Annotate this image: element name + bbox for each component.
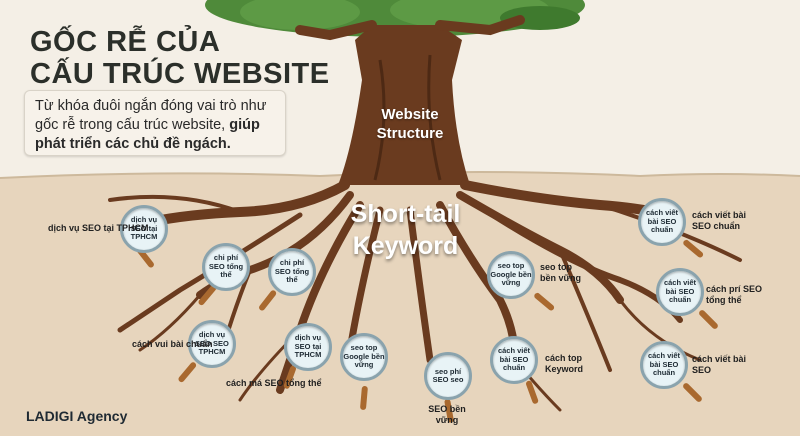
magnifier-lens: chi phí SEO tổng thể bbox=[268, 248, 316, 296]
soil-ground bbox=[0, 172, 800, 436]
lens-text: cách viết bài SEO chuẩn bbox=[663, 278, 697, 305]
lens-text: cách viết bài SEO chuẩn bbox=[497, 346, 531, 373]
keyword-label: cách viết bài SEO bbox=[692, 354, 747, 375]
magnifier-lens: cách viết bài SEO chuẩn bbox=[638, 198, 686, 246]
center-keyword-label: Short-tail Keyword bbox=[350, 200, 461, 260]
keyword-label: SEO bền vững bbox=[428, 404, 466, 425]
magnifier-lens: cách viết bài SEO chuẩn bbox=[640, 341, 688, 389]
callout-text: Từ khóa đuôi ngắn đóng vai trò như gốc r… bbox=[35, 98, 267, 133]
keyword-label: cách má SEO tổng thể bbox=[226, 378, 322, 388]
magnifier-lens: seo top Google bền vững bbox=[487, 251, 535, 299]
magnifier-lens: seo top Google bền vững bbox=[340, 333, 388, 381]
title-line-2: CẤU TRÚC WEBSITE bbox=[30, 58, 330, 90]
lens-text: dịch vụ SEO SEO TPHCM bbox=[195, 330, 229, 357]
keyword-label: cách prí SEO tổng thể bbox=[706, 284, 763, 305]
description-callout: Từ khóa đuôi ngắn đóng vai trò như gốc r… bbox=[24, 90, 286, 156]
keyword-label: seo top bền vững bbox=[540, 262, 582, 283]
lens-text: dịch vụ SEO tại TPHCM bbox=[294, 333, 322, 360]
keyword-label: cách top Keyword bbox=[545, 353, 584, 374]
lens-text: seo top Google bền vững bbox=[490, 261, 532, 288]
lens-text: cách viết bài SEO chuẩn bbox=[647, 351, 681, 378]
magnifier-lens: dịch vụ SEO tại TPHCM bbox=[120, 205, 168, 253]
callout-bold-text: giúp phát triển các chủ đề ngách. bbox=[35, 117, 260, 152]
keyword-label: cách vui bài chuẩn bbox=[132, 339, 213, 349]
keyword-label: dịch vụ SEO tại TPHCM bbox=[48, 223, 149, 233]
agency-name: LADIGI Agency bbox=[26, 408, 128, 424]
tree-trunk bbox=[338, 25, 470, 185]
keyword-label: cách viết bài SEO chuẩn bbox=[692, 210, 747, 231]
lens-text: chi phí SEO tổng thể bbox=[274, 258, 310, 285]
title-line-1: GỐC RỄ CỦA bbox=[30, 26, 221, 58]
trunk-label: Website Structure bbox=[376, 106, 444, 142]
lens-text: dịch vụ SEO tại TPHCM bbox=[130, 215, 158, 242]
lens-text: cách viết bài SEO chuẩn bbox=[645, 208, 679, 235]
lens-text: seo top Google bền vững bbox=[343, 343, 385, 370]
magnifier-lens: cách viết bài SEO chuẩn bbox=[490, 336, 538, 384]
lens-text: chi phí SEO tổng thể bbox=[208, 253, 244, 280]
page-title: GỐC RỄ CỦA CẤU TRÚC WEBSITE bbox=[30, 26, 330, 90]
magnifier-lens: seo phí SEO seo bbox=[424, 352, 472, 400]
lens-text: seo phí SEO seo bbox=[432, 366, 464, 384]
magnifier-lens: chi phí SEO tổng thể bbox=[202, 243, 250, 291]
magnifier-lens: cách viết bài SEO chuẩn bbox=[656, 268, 704, 316]
magnifier-lens: dịch vụ SEO tại TPHCM bbox=[284, 323, 332, 371]
magnifier-lens: dịch vụ SEO SEO TPHCM bbox=[188, 320, 236, 368]
